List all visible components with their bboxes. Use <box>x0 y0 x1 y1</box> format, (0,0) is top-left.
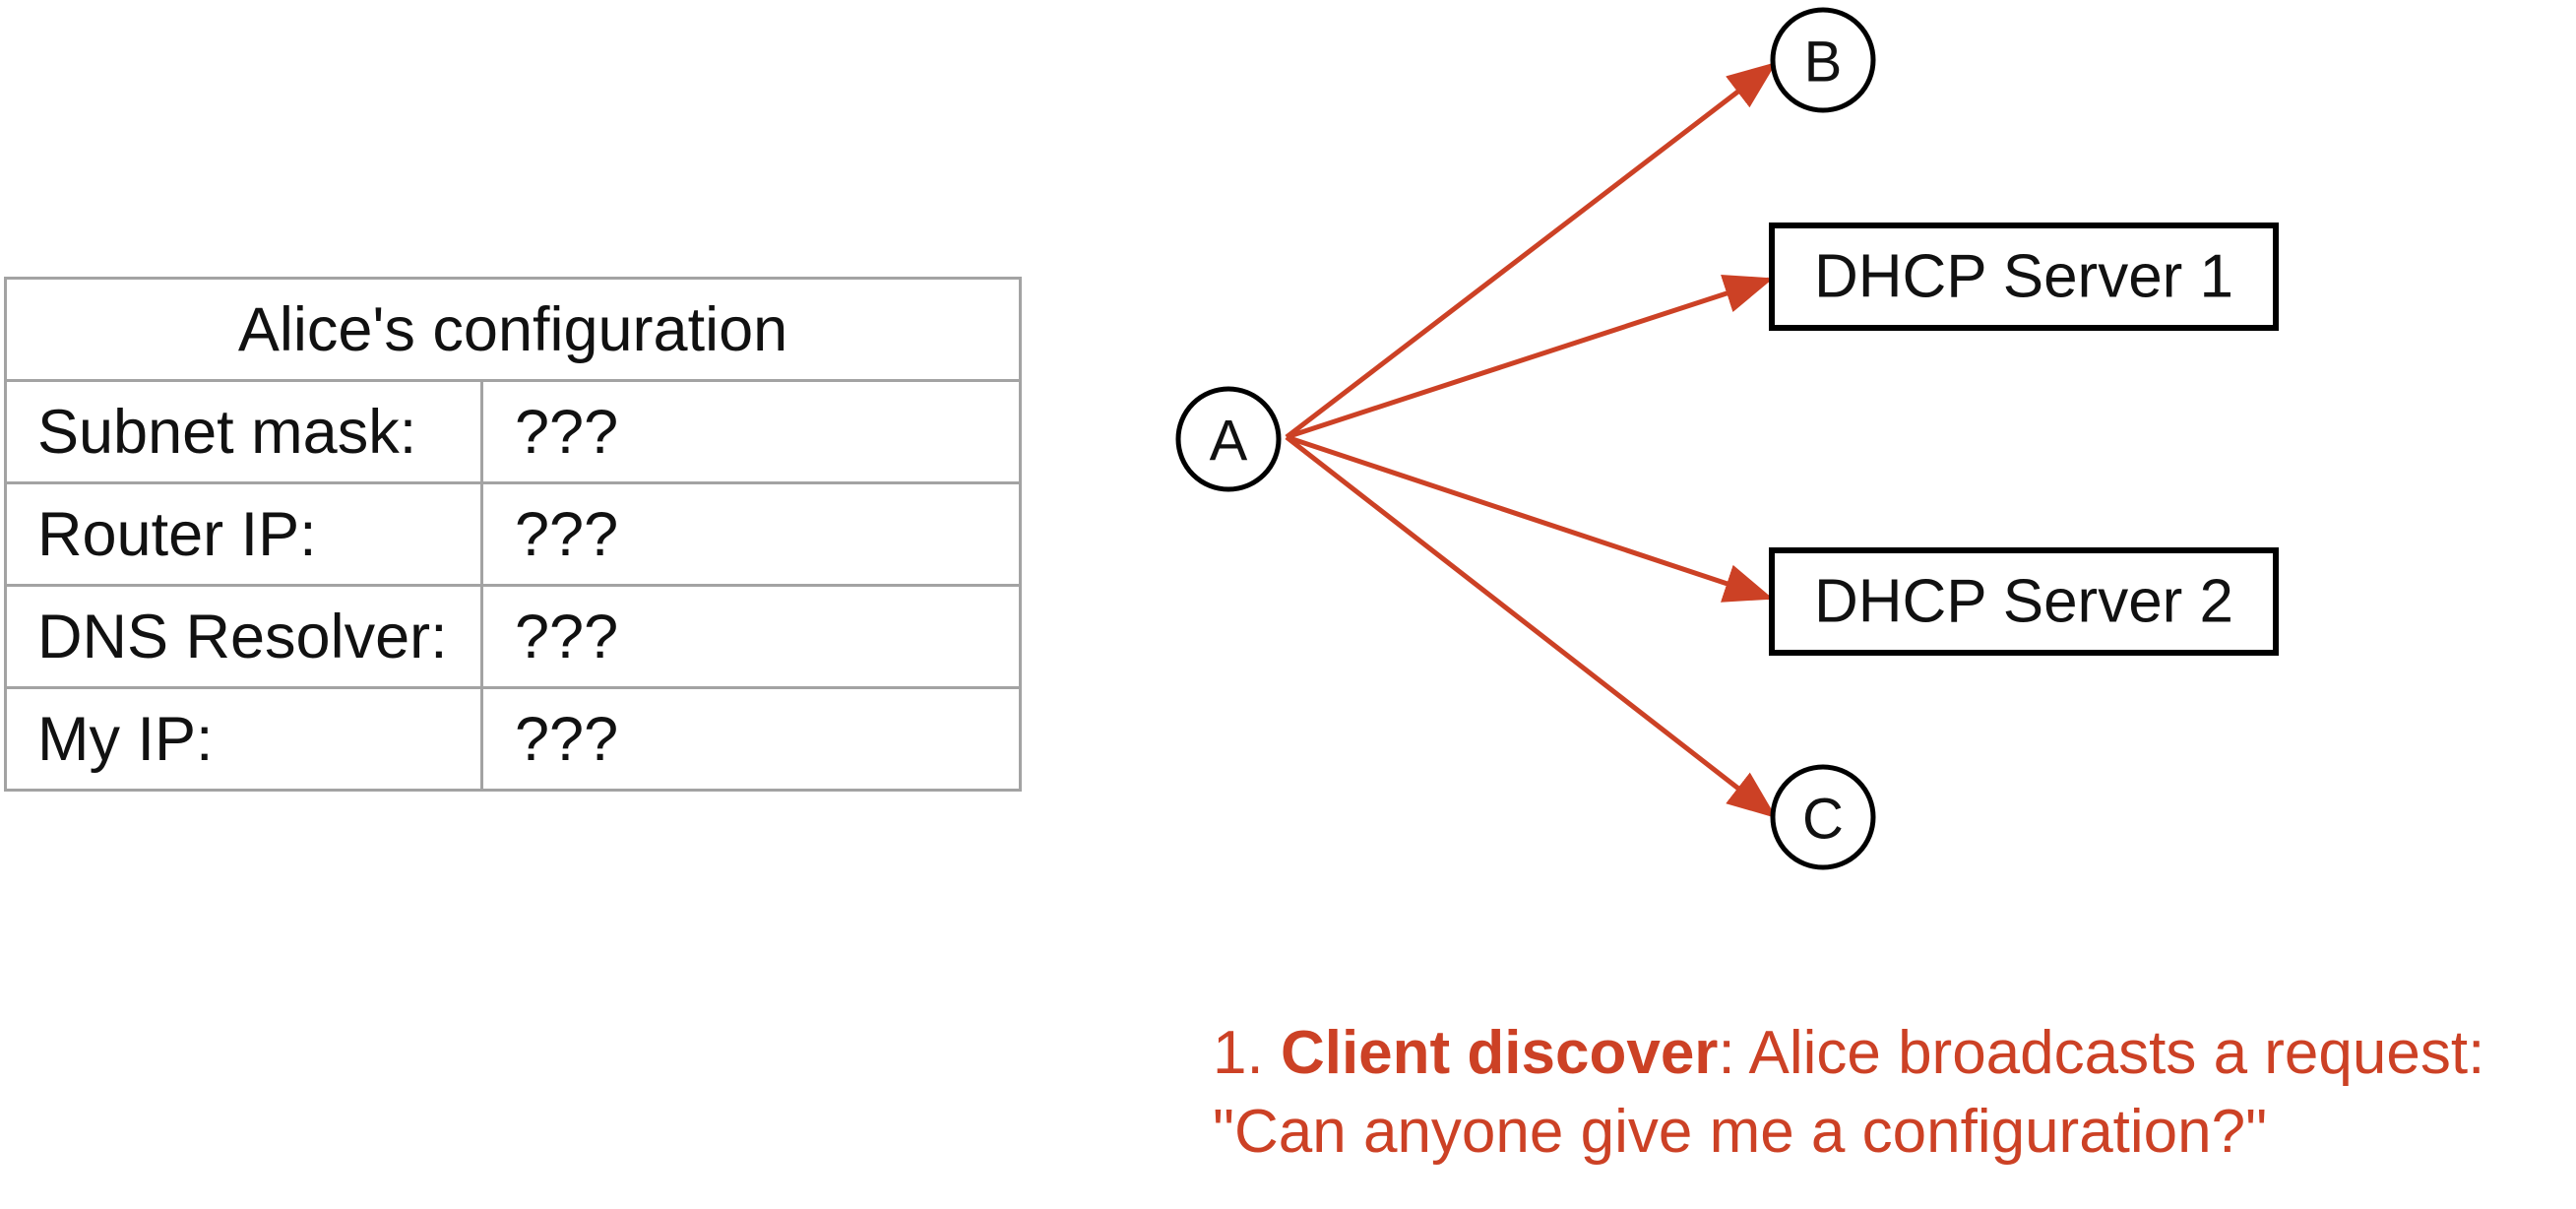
caption-line-1: 1. Client discover: Alice broadcasts a r… <box>1213 1014 2561 1093</box>
table-row: DNS Resolver: ??? <box>4 584 1022 689</box>
dhcp-server-1-label: DHCP Server 1 <box>1814 243 2233 311</box>
caption-step-number: 1. <box>1213 1019 1264 1087</box>
caption-line-2: "Can anyone give me a configuration?" <box>1213 1098 2268 1166</box>
row-label: My IP: <box>4 686 483 792</box>
row-value: ??? <box>480 686 1022 792</box>
row-label: Router IP: <box>4 481 483 587</box>
node-b-label: B <box>1804 31 1843 95</box>
node-c: C <box>1770 764 1876 870</box>
table-header-row: Alice's configuration <box>4 277 1022 382</box>
row-label: Subnet mask: <box>4 379 483 484</box>
node-a-label: A <box>1210 410 1248 474</box>
row-value: ??? <box>480 481 1022 587</box>
table-row: Subnet mask: ??? <box>4 379 1022 484</box>
row-label: DNS Resolver: <box>4 584 483 689</box>
arrow-a-to-server1 <box>1286 274 1774 440</box>
node-b: B <box>1770 7 1876 113</box>
node-a: A <box>1175 386 1282 492</box>
dhcp-server-2: DHCP Server 2 <box>1769 547 2279 656</box>
row-value: ??? <box>480 379 1022 484</box>
caption-step-title: Client discover <box>1280 1019 1719 1087</box>
caption-description: : Alice broadcasts a request: <box>1718 1019 2485 1087</box>
dhcp-server-2-label: DHCP Server 2 <box>1814 568 2233 636</box>
dhcp-server-1: DHCP Server 1 <box>1769 223 2279 331</box>
configuration-table: Alice's configuration Subnet mask: ??? R… <box>4 277 1022 792</box>
arrow-a-to-b <box>1285 61 1777 439</box>
node-c-label: C <box>1802 788 1844 852</box>
step-caption: 1. Client discover: Alice broadcasts a r… <box>1213 1014 2561 1172</box>
row-value: ??? <box>480 584 1022 689</box>
arrow-a-to-server2 <box>1286 434 1774 603</box>
arrow-a-to-c <box>1285 435 1777 819</box>
table-row: My IP: ??? <box>4 686 1022 792</box>
table-title: Alice's configuration <box>4 277 1022 382</box>
table-row: Router IP: ??? <box>4 481 1022 587</box>
